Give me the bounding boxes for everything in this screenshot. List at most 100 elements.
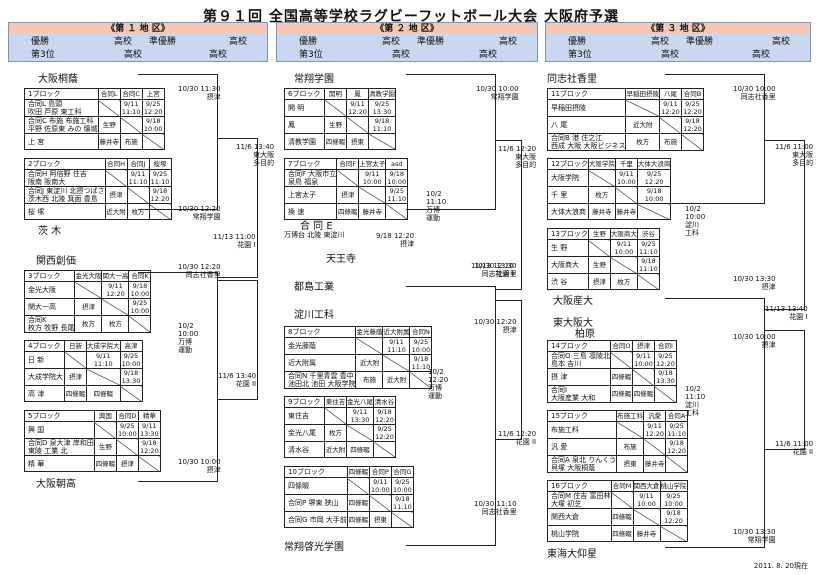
- seed-team: 大阪桐蔭: [38, 74, 78, 85]
- block-team-head: 合同F: [336, 158, 360, 170]
- match-schedule: 10/30 10:00 常翔学園: [476, 85, 519, 101]
- match-cell: 四條畷: [93, 455, 117, 472]
- school-suffix: 高校: [479, 50, 498, 60]
- team-name-cell: 早稲田摂陵: [546, 99, 627, 117]
- match-cell: 枚方: [101, 315, 130, 333]
- match-schedule: 11/13 12:20 花園 I: [471, 262, 514, 278]
- match-schedule: 10/2 11:10 淀川 工科: [685, 385, 706, 417]
- match-cell: 四條畷: [631, 385, 655, 403]
- block-name: 7ブロック: [283, 158, 338, 170]
- page-title: 第９１回 全国高等学校ラグビーフットボール大会 大阪府予選: [203, 9, 619, 25]
- match-schedule: 11/6 13:40 花園 II: [218, 372, 257, 388]
- team-name-cell: 合同C 布施 布施工科 平野 佐原東 みの 懐城: [24, 116, 99, 134]
- match-cell: 9/18 11:10: [636, 256, 660, 274]
- bracket-line: [496, 140, 522, 290]
- block-team-head: 合同I: [653, 340, 677, 352]
- block-team-head: 摂津: [631, 340, 655, 352]
- seed-team: 東大阪大: [553, 318, 593, 329]
- team-name-cell: 合同F 大阪市立 泉鳥 福泉: [283, 169, 338, 187]
- match-cell: 枚方: [126, 203, 150, 220]
- empty-diagonal-cell: [373, 441, 396, 458]
- match-schedule: 10/2 12:20 万博 運動: [428, 368, 449, 400]
- team-name-cell: 合同L 島頭 吹田 芦原 東工科: [24, 99, 99, 117]
- school-suffix: 高校: [651, 37, 670, 47]
- empty-diagonal-cell: [632, 508, 661, 526]
- block-name: 5ブロック: [24, 410, 95, 422]
- match-schedule: 9/18 12:20 摂津: [376, 232, 415, 248]
- match-schedule: 10/2 10:00 万博 運動: [178, 322, 199, 354]
- match-cell: 藤井寺: [614, 203, 638, 220]
- team-name-cell: 日 新: [24, 351, 65, 369]
- empty-diagonal-cell: [616, 421, 645, 439]
- block-team-head: 金光藤蔭: [355, 326, 384, 338]
- team-name-cell: 渋 谷: [547, 273, 589, 290]
- empty-diagonal-cell: [141, 133, 165, 150]
- bracket-line: [665, 74, 765, 204]
- team-name-cell: 清教学園: [284, 133, 325, 150]
- block-team-head: 東住吉: [324, 396, 347, 408]
- empty-diagonal-cell: [385, 203, 409, 220]
- match-cell: 藤井寺: [643, 455, 667, 473]
- match-schedule: 10/30 10:00 摂津: [178, 458, 221, 474]
- bracket-line: [406, 74, 496, 210]
- match-cell: 9/11 12:20: [643, 421, 667, 439]
- block-team-head: 関西大倉: [632, 480, 661, 492]
- match-schedule: 11/6 11:00 東大阪 多目的: [775, 143, 814, 167]
- seed-team: 淀川工科: [294, 310, 334, 321]
- result-row: 優勝高校準優勝高校: [277, 36, 537, 48]
- empty-diagonal-cell: [653, 385, 677, 403]
- match-schedule: 10/30 13:30 摂津: [733, 275, 776, 291]
- bracket-line: [665, 298, 765, 548]
- empty-diagonal-cell: [409, 371, 433, 389]
- block-team-head: 合同O: [609, 340, 633, 352]
- match-cell: 四條畷: [609, 385, 633, 403]
- team-name-cell: 高 津: [24, 385, 65, 402]
- empty-diagonal-cell: [636, 273, 660, 290]
- block-name: 15ブロック: [546, 410, 618, 422]
- team-name-cell: 大阪商大: [547, 256, 589, 274]
- match-schedule: 10/30 10:00 摂津: [733, 333, 776, 349]
- team-name-cell: 鳳: [284, 116, 325, 134]
- block-name: 6ブロック: [284, 88, 325, 100]
- team-name-cell: 合同A 泉北 りんくう 貝塚 大阪桐蔭: [546, 455, 618, 473]
- update-date: 2011. 8. 20現在: [753, 562, 808, 570]
- school-suffix: 高校: [209, 50, 228, 60]
- empty-diagonal-cell: [609, 256, 638, 274]
- bracket-line: [138, 272, 218, 482]
- match-cell: 布施: [355, 371, 384, 389]
- block-team-head: 生野: [587, 228, 611, 240]
- team-name-cell: 精 華: [24, 455, 95, 472]
- district-title: 《第 １ 地 区》: [9, 24, 267, 34]
- block-team-head: 上宮太子: [358, 158, 387, 170]
- team-name-cell: 換 速: [283, 203, 338, 220]
- team-name-cell: 清水谷: [284, 441, 325, 458]
- match-cell: 9/11 10:00: [368, 477, 392, 495]
- match-cell: 9/11 10:00: [609, 239, 638, 257]
- runner-up-label: 準優勝: [149, 37, 177, 47]
- empty-diagonal-cell: [86, 368, 121, 386]
- match-cell: 摂津: [587, 273, 611, 290]
- empty-diagonal-cell: [104, 169, 128, 187]
- block-team-head: 関大一高: [101, 270, 130, 282]
- school-suffix: 高校: [661, 50, 680, 60]
- empty-diagonal-cell: [665, 455, 689, 473]
- seed-team: 柏原: [575, 329, 595, 340]
- block-team-head: 合同D: [115, 410, 139, 422]
- block-team-head: 金光大阪: [74, 270, 103, 282]
- empty-diagonal-cell: [680, 133, 704, 151]
- seed-team: 都島工業: [294, 282, 334, 293]
- empty-diagonal-cell: [336, 169, 360, 187]
- match-cell: 摂東: [616, 455, 645, 473]
- empty-diagonal-cell: [587, 239, 611, 257]
- school-suffix: 高校: [499, 37, 518, 47]
- third-row: 第3位高校高校: [546, 49, 810, 61]
- empty-diagonal-cell: [636, 203, 672, 220]
- block-name: 12ブロック: [547, 158, 589, 170]
- match-cell: 9/25 11:10: [636, 239, 660, 257]
- team-name-cell: 合同B 港 住之江 西成 大阪 大阪ビジネス: [546, 133, 627, 151]
- empty-diagonal-cell: [368, 494, 392, 512]
- empty-diagonal-cell: [346, 424, 374, 442]
- match-cell: 摂津: [104, 186, 128, 204]
- seed-team: 大阪朝高: [36, 479, 76, 490]
